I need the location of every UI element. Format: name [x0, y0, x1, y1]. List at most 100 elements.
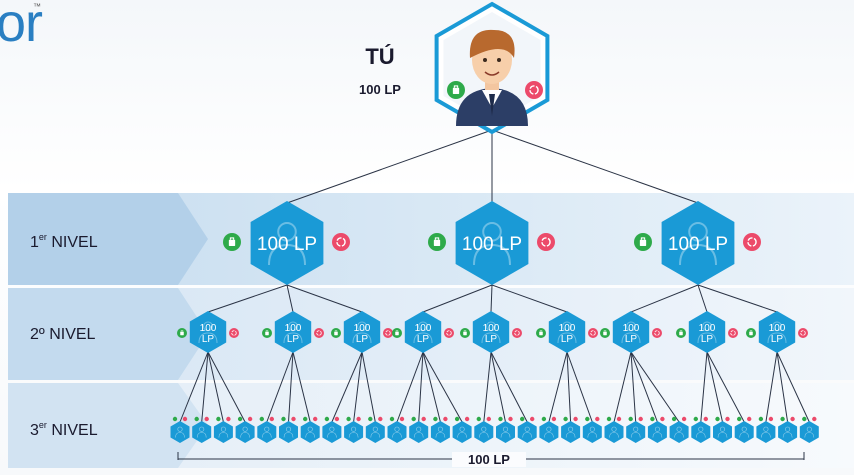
level-3-label: 3er NIVEL — [30, 420, 98, 439]
level-3-node — [452, 416, 472, 443]
level-3-shop-icon — [454, 416, 460, 422]
level-3-autoship-icon — [725, 416, 730, 422]
level-2-node-label-1: 100 — [285, 323, 302, 334]
level-3-node — [713, 416, 732, 443]
level-3-shop-icon — [172, 416, 178, 422]
connector-l2-l3-17 — [548, 351, 568, 423]
connector-l2-l3-10 — [396, 351, 424, 423]
connector-l2-l3-13 — [422, 351, 463, 423]
you-shop-icon — [447, 81, 465, 99]
level-3-autoship-icon — [182, 416, 188, 422]
level-3-node — [734, 416, 754, 443]
level-3-shop-icon — [541, 416, 547, 422]
level-3-node — [517, 416, 537, 443]
level-3-autoship-icon — [378, 416, 383, 422]
connector-l1-l2-6 — [630, 284, 699, 313]
level-3-total-lp: 100 LP — [452, 452, 526, 467]
level-2-autoship-icon — [512, 328, 522, 338]
level-3-shop-icon — [563, 416, 568, 422]
level-3-autoship-icon — [334, 416, 340, 422]
level-1-node: 100 LP — [250, 201, 324, 285]
level-2-shop-icon — [676, 328, 686, 338]
level-3-shop-icon — [433, 416, 438, 422]
level-2-shop-icon — [392, 328, 402, 338]
connector-l2-l3-28 — [776, 351, 789, 423]
level-2-autoship-icon — [588, 328, 598, 338]
connector-l2-l3-1 — [201, 351, 209, 423]
connector-l1-l2-2 — [286, 284, 363, 313]
level-3-node — [300, 416, 320, 443]
connector-l1-l2-3 — [422, 284, 493, 313]
level-3-autoship-icon — [616, 416, 622, 422]
connector-l2-l3-16 — [490, 351, 528, 423]
connector-top-l1-2 — [491, 129, 699, 204]
level-3-node — [474, 416, 494, 443]
level-2-autoship-icon — [383, 328, 393, 338]
level-2-node-label-1: 100 — [354, 323, 371, 334]
level-2-autoship-icon — [444, 328, 454, 338]
connector-l2-l3-8 — [353, 351, 363, 423]
connector-l2-l3-15 — [490, 351, 506, 423]
connector-l2-l3-0 — [179, 351, 209, 423]
level-2-node-label-2: LP — [417, 334, 430, 345]
level-2-node-label-1: 100 — [623, 323, 640, 334]
level-3-node — [344, 416, 364, 443]
level-3-shop-icon — [650, 416, 655, 422]
level-2-shop-icon — [600, 328, 610, 338]
level-2-node-label-2: LP — [485, 334, 498, 345]
level-3-node — [582, 416, 602, 443]
level-3-shop-icon — [476, 416, 481, 422]
level-3-node — [756, 416, 776, 443]
level-3-shop-icon — [606, 416, 612, 422]
level-2-autoship-icon — [314, 328, 324, 338]
connector-l1-l2-1 — [286, 284, 294, 313]
level-3-shop-icon — [324, 416, 330, 422]
level-2-shop-icon — [262, 328, 272, 338]
connector-l2-l3-29 — [776, 351, 810, 423]
level-3-autoship-icon — [464, 416, 470, 422]
level-2-autoship-icon — [652, 328, 662, 338]
level-2-shop-icon — [177, 328, 187, 338]
level-2-autoship-icon — [229, 328, 239, 338]
level-3-node — [213, 416, 233, 443]
connector-l2-l3-5 — [288, 351, 294, 423]
level-3-node — [257, 416, 277, 443]
level-3-node — [669, 416, 689, 443]
level-3-autoship-icon — [313, 416, 318, 422]
level-1-autoship-icon — [332, 233, 350, 251]
level-3-node — [496, 416, 515, 443]
level-2-node-label-1: 100 — [415, 323, 432, 334]
level-3-shop-icon — [368, 416, 373, 422]
level-3-shop-icon — [259, 416, 264, 422]
level-2-node-label-2: LP — [625, 334, 638, 345]
level-3-node — [647, 416, 667, 443]
level-2-node-label-1: 100 — [483, 323, 500, 334]
you-autoship-icon — [525, 81, 543, 99]
level-2-node-label-1: 100 — [200, 323, 217, 334]
connector-l2-l3-4 — [266, 351, 294, 423]
level-3-autoship-icon — [247, 416, 253, 422]
level-3-autoship-icon — [226, 416, 231, 422]
level-3-node — [235, 416, 255, 443]
level-3-node — [192, 416, 212, 443]
level-3-autoship-icon — [530, 416, 535, 422]
level-3-node — [799, 416, 819, 443]
level-2-node-label-1: 100 — [769, 323, 786, 334]
level-1-node-label: 100 LP — [257, 234, 317, 255]
connector-l2-l3-18 — [566, 351, 572, 423]
connector-l2-l3-24 — [700, 351, 708, 423]
level-3-shop-icon — [346, 416, 351, 422]
level-3-shop-icon — [780, 416, 785, 422]
connector-top-l1-0 — [286, 129, 493, 204]
level-3-shop-icon — [281, 416, 286, 422]
level-3-autoship-icon — [681, 416, 687, 422]
level-3-autoship-icon — [660, 416, 665, 422]
level-3-autoship-icon — [204, 416, 209, 422]
level-3-autoship-icon — [595, 416, 600, 422]
level-3-shop-icon — [194, 416, 199, 422]
level-2-node-label-2: LP — [701, 334, 714, 345]
level-3-autoship-icon — [291, 416, 296, 422]
level-3-autoship-icon — [421, 416, 426, 422]
